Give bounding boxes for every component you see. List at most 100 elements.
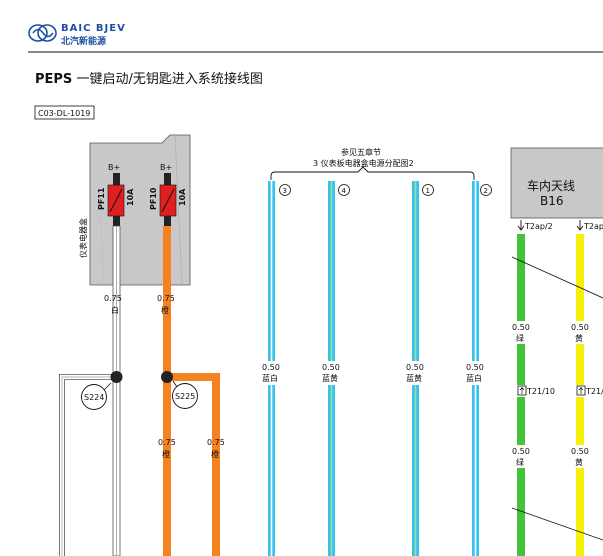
fuse-pf11-supply: B+ — [108, 163, 120, 172]
pin-arrow-icon — [517, 220, 525, 231]
fuse-box-texture — [99, 135, 183, 285]
wire-white-s224-branch — [59, 374, 117, 556]
fuse-pf11-terminal-low — [113, 216, 120, 226]
fuse-pf11-link — [109, 188, 123, 213]
fuse-pf11-terminal — [113, 173, 120, 185]
reference-bracket — [270, 166, 475, 180]
s225-branch-1-color: 橙 — [162, 449, 170, 459]
ref-num-4-text: 4 — [342, 187, 347, 195]
fuse-pf10-link — [161, 188, 175, 213]
fuse-box-label: 仪表电器盒 — [78, 218, 88, 258]
wire-yellow-gauge-lower: 0.50 — [571, 447, 589, 456]
wire-green-color-upper: 绿 — [516, 334, 524, 343]
wire-orange-s225-branch — [167, 373, 220, 556]
splice-s225-label: S225 — [175, 392, 195, 401]
antenna-name: 车内天线 — [527, 178, 575, 193]
splice-s224: S224 — [81, 371, 123, 410]
wire-white-gauge: 0.75 — [104, 294, 122, 303]
ref-wire-4-label: 0.50 蓝黄 — [320, 361, 344, 385]
wire-white-color: 白 — [111, 305, 119, 315]
s225-branch-1-gauge: 0.75 — [158, 438, 176, 447]
ref-num-4: 4 — [338, 184, 350, 196]
fuse-pf11-rating: 10A — [126, 188, 135, 206]
ref-num-2-text: 2 — [484, 187, 488, 195]
wire-green-color-lower: 绿 — [516, 458, 524, 467]
wire-white-pf11 — [112, 225, 121, 556]
reference-line2: 3 仪表板电器盒电源分配图2 — [313, 158, 414, 168]
antenna-pin-1: T2ap/2 — [517, 220, 553, 231]
splice-s224-label: S224 — [84, 393, 104, 402]
connector-t21-10: T21/10 — [516, 385, 556, 397]
page-title: PEPS 一键启动/无钥匙进入系统接线图 — [35, 71, 263, 87]
s225-branch-2-color: 橙 — [211, 449, 219, 459]
wire-green-label-lower: 0.50 绿 — [510, 445, 534, 468]
connector-t21-11-label: T21/11 — [585, 387, 603, 396]
splice-s225: S225 — [161, 371, 198, 409]
ref-num-2: 2 — [480, 184, 492, 196]
antenna-pin-1-label: T2ap/2 — [524, 222, 553, 231]
logo-mark-icon — [28, 24, 57, 42]
pin-arrow-icon — [576, 220, 584, 231]
splice-s224-node — [110, 371, 123, 383]
wire-white-label: 0.75 白 — [104, 294, 122, 315]
s225-branch-1-label: 0.75 橙 — [158, 438, 176, 459]
fuse-pf10-supply: B+ — [160, 163, 172, 172]
splice-s225-tag — [172, 383, 198, 409]
antenna-code: B16 — [540, 194, 564, 208]
connector-t21-10-label: T21/10 — [526, 387, 555, 396]
fuse-pf11-name: PF11 — [97, 187, 106, 210]
logo-text-en: BAIC BJEV — [61, 23, 126, 34]
ref-wire-3-color: 蓝白 — [262, 373, 278, 383]
wire-yellow-gauge-upper: 0.50 — [571, 323, 589, 332]
connector-t21-11: T21/11 — [575, 385, 603, 397]
reference-note: 参见五章节 3 仪表板电器盒电源分配图2 — [270, 147, 475, 180]
wire-yellow-label-lower: 0.50 黄 — [569, 445, 593, 468]
antenna-pin-2-label: T2ap/1 — [583, 222, 603, 231]
s225-branch-2-gauge: 0.75 — [207, 438, 225, 447]
wire-orange-label: 0.75 橙 — [157, 294, 175, 315]
ref-wire-4-gauge: 0.50 — [322, 363, 340, 372]
ref-wire-2-gauge: 0.50 — [466, 363, 484, 372]
ref-wire-3-label: 0.50 蓝白 — [260, 361, 284, 385]
s225-branch-2-label: 0.75 橙 — [207, 438, 225, 459]
wire-green-gauge-lower: 0.50 — [512, 447, 530, 456]
ref-wire-3-gauge: 0.50 — [262, 363, 280, 372]
ref-wire-1-color: 蓝黄 — [406, 373, 422, 383]
diagram-code-box: C03-DL-1019 — [34, 105, 95, 120]
title-rest: 一键启动/无钥匙进入系统接线图 — [72, 71, 263, 87]
antenna-box — [510, 147, 603, 219]
fuse-pf10-terminal-low — [164, 216, 171, 226]
wire-orange-gauge: 0.75 — [157, 294, 175, 303]
splice-s224-tag — [81, 384, 107, 410]
wire-green-label-upper: 0.50 绿 — [510, 321, 534, 344]
logo-text-cn: 北汽新能源 — [61, 35, 106, 47]
ref-num-3-text: 3 — [283, 187, 287, 195]
splice-s225-node — [161, 371, 173, 383]
brand-logo: BAIC BJEV 北汽新能源 — [28, 23, 126, 47]
ref-num-1-text: 1 — [426, 187, 430, 195]
ref-num-1: 1 — [422, 184, 434, 196]
ref-wire-4-color: 蓝黄 — [322, 373, 338, 383]
title-bold: PEPS — [35, 72, 72, 87]
diagram-code: C03-DL-1019 — [38, 109, 90, 118]
antenna-pin-2: T2ap/1 — [576, 220, 603, 231]
ref-wire-2-color: 蓝白 — [466, 373, 482, 383]
fuse-pf10-rating: 10A — [178, 188, 187, 206]
ref-num-3: 3 — [279, 184, 291, 196]
fuse-pf11: B+ PF11 10A — [97, 163, 135, 226]
wire-green-gauge-upper: 0.50 — [512, 323, 530, 332]
ref-wire-2-label: 0.50 蓝白 — [464, 361, 488, 385]
ref-wire-1-label: 0.50 蓝黄 — [404, 361, 428, 385]
reference-line1: 参见五章节 — [341, 147, 381, 157]
fuse-pf10-terminal — [164, 173, 171, 185]
twist-marker-upper — [511, 256, 603, 299]
twist-marker-lower — [511, 507, 603, 541]
wire-orange-color: 橙 — [161, 305, 169, 315]
ref-wire-1-gauge: 0.50 — [406, 363, 424, 372]
wire-orange-pf10 — [163, 226, 171, 556]
wire-yellow-label-upper: 0.50 黄 — [569, 321, 593, 344]
fuse-pf10-name: PF10 — [149, 187, 158, 210]
wire-yellow-color-upper: 黄 — [575, 333, 583, 343]
wire-yellow-color-lower: 黄 — [575, 457, 583, 467]
